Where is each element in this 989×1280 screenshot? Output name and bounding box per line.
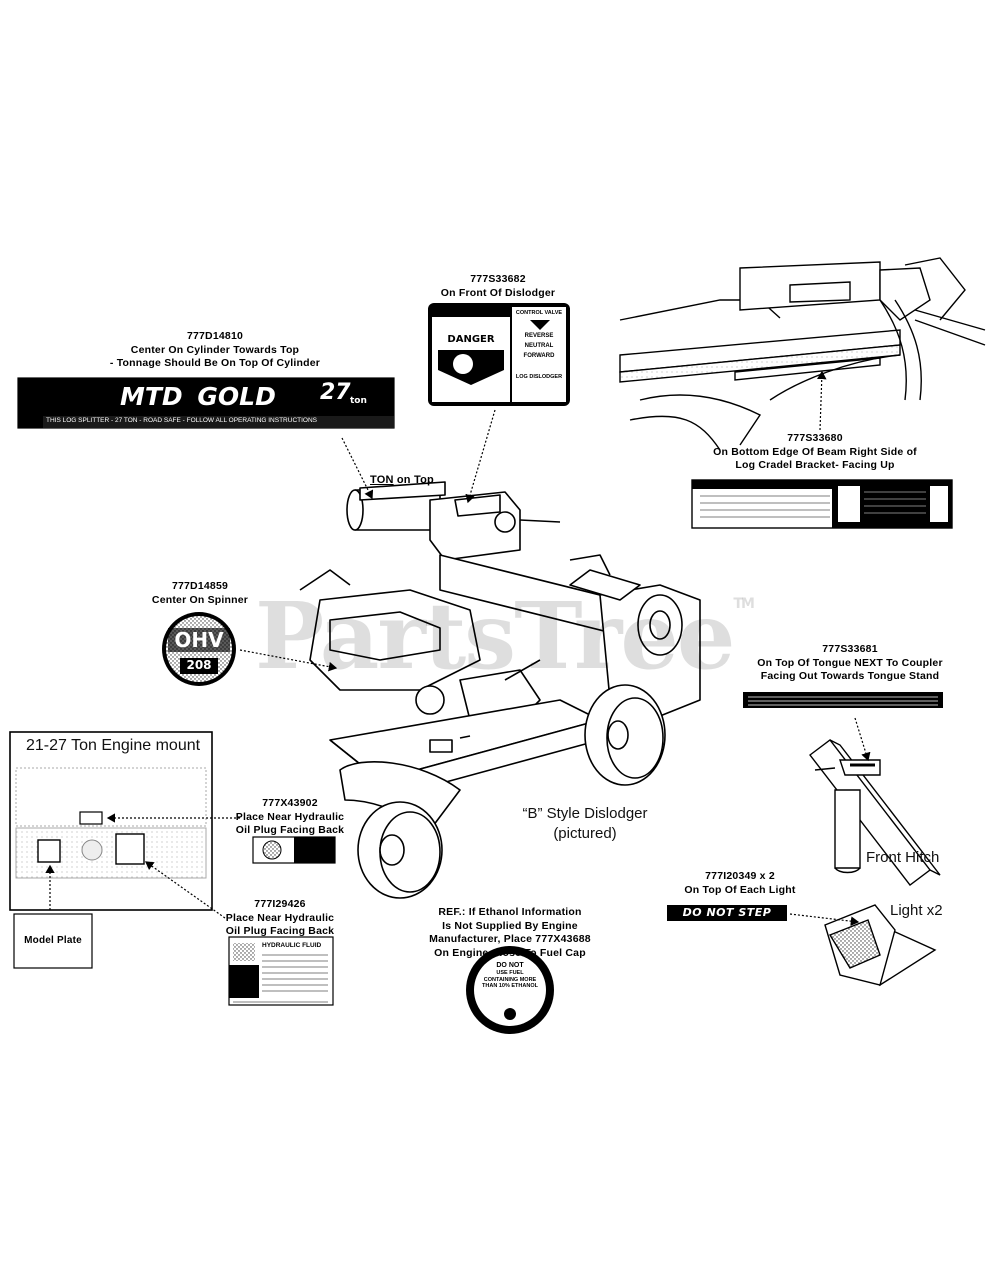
- part-number-light: 777I20349 x 2: [705, 870, 775, 882]
- leader-line-tongue: [854, 717, 871, 762]
- dislodger-warning-title: DANGER: [447, 334, 495, 345]
- tongue-decal: [743, 692, 943, 708]
- ethanol-note-4: On Engine Close To Fuel Cap: [434, 946, 586, 959]
- ethanol-decal: [466, 946, 554, 1034]
- instruction-oilplug2-2: Oil Plug Facing Back: [225, 925, 335, 937]
- oilplug-decal: [252, 836, 336, 864]
- ohv-small-text: 208: [186, 658, 212, 672]
- log-splitter-illustration: [299, 481, 701, 899]
- mtd-ton-word: ton: [350, 396, 367, 406]
- leader-line-cylinder: [341, 437, 374, 500]
- ethanol-decal-line2: USE FUEL: [496, 970, 524, 976]
- callout-oilplug1: 777X43902 Place Near Hydraulic Oil Plug …: [225, 797, 355, 838]
- ohv-big-text: OHV: [174, 628, 224, 652]
- leader-line-spinner: [239, 649, 338, 672]
- part-number-dislodger: 777S33682: [470, 273, 526, 285]
- b-style-line1: “B” Style Dislodger: [522, 805, 648, 822]
- watermark: PartsTreeTM: [255, 582, 755, 690]
- leader-line-dislodger: [465, 409, 496, 504]
- instruction-oilplug2-1: Place Near Hydraulic: [225, 911, 335, 924]
- ethanol-note-1: REF.: If Ethanol Information: [438, 906, 582, 918]
- b-style-dislodger-caption: “B” Style Dislodger (pictured): [510, 804, 660, 844]
- do-not-step-text: DO NOT STEP: [682, 906, 772, 919]
- dislodger-forward-label: FORWARD: [523, 353, 555, 359]
- instruction-tongue-1: On Top Of Tongue NEXT To Coupler: [757, 656, 943, 669]
- callout-ethanol: REF.: If Ethanol Information Is Not Supp…: [410, 906, 610, 960]
- watermark-text: PartsTree: [255, 582, 735, 690]
- instruction-oilplug1-1: Place Near Hydraulic: [235, 810, 345, 823]
- mtd-brand-text: MTD: [120, 382, 183, 411]
- callout-spinner: 777D14859 Center On Spinner: [110, 580, 290, 607]
- engine-mount-inset: [9, 731, 213, 969]
- callout-oilplug2: 777I29426 Place Near Hydraulic Oil Plug …: [215, 898, 345, 939]
- callout-cylinder: 777D14810 Center On Cylinder Towards Top…: [50, 330, 380, 371]
- b-style-line2: (pictured): [553, 825, 617, 842]
- ton-on-top-suffix: on Top: [393, 474, 434, 486]
- model-plate-label: Model Plate: [24, 935, 82, 946]
- instruction-tongue-2: Facing Out Towards Tongue Stand: [760, 670, 940, 682]
- part-number-beam: 777S33680: [787, 432, 843, 444]
- callout-beam: 777S33680 On Bottom Edge Of Beam Right S…: [680, 432, 950, 473]
- engine-mount-title: 21-27 Ton Engine mount: [26, 737, 201, 754]
- hydraulic-fluid-title: HYDRAULIC FLUID: [262, 942, 322, 949]
- mtd-gold-decal-text: MTD GOLD: [120, 382, 276, 411]
- ton-on-top-label: TON on Top: [370, 474, 450, 488]
- hydraulic-fluid-decal: [228, 936, 334, 1006]
- beam-inset: [618, 257, 986, 460]
- ethanol-note-3: Manufacturer, Place 777X43688: [429, 933, 591, 945]
- mtd-gold-decal: [17, 377, 395, 429]
- ethanol-decal-line3: CONTAINING MORE: [483, 976, 537, 983]
- ethanol-note-2: Is Not Supplied By Engine: [442, 919, 578, 932]
- mtd-gold-text: GOLD: [197, 382, 276, 411]
- mtd-tons-text: 27: [320, 380, 351, 405]
- part-number-oilplug1: 777X43902: [262, 797, 318, 809]
- part-number-cylinder: 777D14810: [186, 330, 244, 342]
- leader-line-light: [789, 913, 860, 926]
- ohv-decal: [162, 612, 236, 686]
- instruction-dislodger-1: On Front Of Dislodger: [440, 286, 556, 299]
- dislodger-neutral-label: NEUTRAL: [524, 343, 554, 349]
- light-illustration: [824, 904, 937, 987]
- ton-on-top-ton: TON: [370, 474, 394, 486]
- ethanol-decal-line1: DO NOT: [496, 962, 524, 969]
- part-number-tongue: 777S33681: [822, 643, 878, 655]
- light-x2-label: Light x2: [890, 902, 943, 919]
- front-hitch-label: Front Hitch: [866, 849, 940, 866]
- beam-decal: [691, 479, 953, 529]
- instruction-cylinder-2: - Tonnage Should Be On Top Of Cylinder: [109, 357, 321, 369]
- front-hitch-illustration: [809, 739, 941, 886]
- dislodger-decal: [428, 303, 570, 406]
- instruction-light-1: On Top Of Each Light: [684, 883, 796, 896]
- ethanol-decal-text: DO NOT USE FUEL CONTAINING MORE THAN 10%…: [474, 962, 546, 990]
- instruction-cylinder-1: Center On Cylinder Towards Top: [130, 343, 300, 356]
- mtd-strip-text: THIS LOG SPLITTER - 27 TON - ROAD SAFE -…: [46, 417, 318, 424]
- instruction-oilplug1-2: Oil Plug Facing Back: [235, 824, 345, 836]
- do-not-step-decal: [667, 905, 787, 921]
- leader-line-oilplug2: [145, 861, 226, 919]
- part-number-spinner: 777D14859: [171, 580, 229, 592]
- callout-tongue: 777S33681 On Top Of Tongue NEXT To Coupl…: [720, 643, 980, 684]
- part-number-oilplug2: 777I29426: [254, 898, 306, 910]
- leader-line-beam: [816, 370, 827, 431]
- instruction-beam-1: On Bottom Edge Of Beam Right Side of: [713, 445, 917, 458]
- ethanol-decal-line4: THAN 10% ETHANOL: [482, 983, 538, 989]
- instruction-spinner-1: Center On Spinner: [151, 593, 249, 606]
- dislodger-reverse-label: REVERSE: [524, 333, 554, 339]
- watermark-trademark: TM: [733, 596, 755, 612]
- dislodger-log-label: LOG DISLODGER: [515, 374, 563, 380]
- dislodger-control-label: CONTROL VALVE: [515, 310, 563, 316]
- callout-dislodger: 777S33682 On Front Of Dislodger: [400, 273, 596, 300]
- instruction-beam-2: Log Cradel Bracket- Facing Up: [735, 459, 895, 471]
- callout-light: 777I20349 x 2 On Top Of Each Light: [640, 870, 840, 897]
